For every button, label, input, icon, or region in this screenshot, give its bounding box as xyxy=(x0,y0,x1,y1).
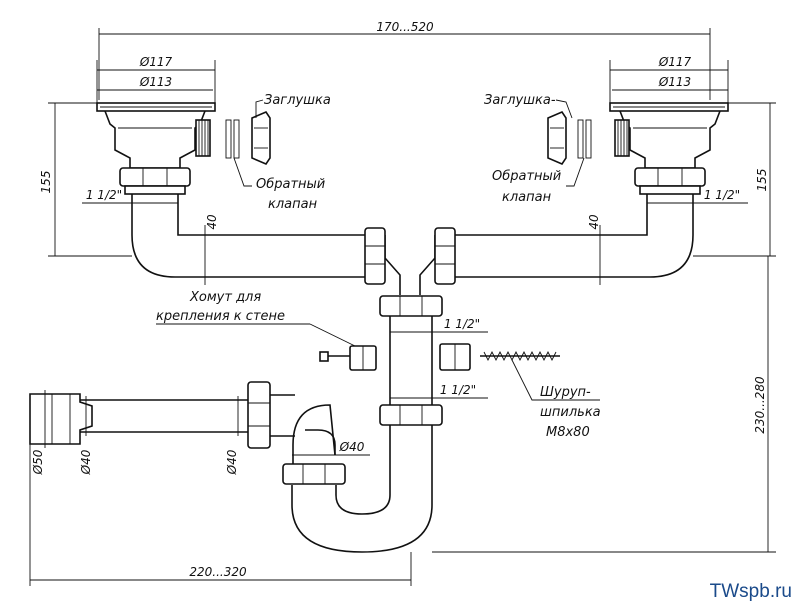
vertical-tailpiece xyxy=(379,295,443,426)
dim-40-right: 40 xyxy=(587,214,601,230)
label-valve-right-2: клапан xyxy=(502,190,552,205)
dim-d113-right: Ø113 xyxy=(658,75,691,89)
right-plug-and-valve xyxy=(547,111,592,165)
label-valve-left-2: клапан xyxy=(268,197,318,212)
label-valve-right-1: Обратный xyxy=(492,169,561,184)
dim-d117-right: Ø117 xyxy=(658,55,692,69)
dim-thread-center-mid: 1 1/2" xyxy=(440,383,476,397)
dim-h155-right: 155 xyxy=(755,169,769,192)
label-screw-3: М8х80 xyxy=(546,425,590,440)
dim-d117-left: Ø117 xyxy=(139,55,173,69)
wall-clamp xyxy=(319,343,471,371)
label-plug-left: Заглушка xyxy=(264,93,331,108)
overflow-crossbar-pipe xyxy=(131,194,694,295)
label-screw-2: шпилька xyxy=(540,405,601,420)
u-trap xyxy=(282,404,433,553)
dim-thread-left: 1 1/2" xyxy=(86,188,122,202)
label-valve-left-1: Обратный xyxy=(256,177,325,192)
dim-thread-right: 1 1/2" xyxy=(704,188,740,202)
dim-outlet-length: 220...320 xyxy=(189,565,247,579)
left-plug-and-valve xyxy=(225,111,271,165)
screw-stud xyxy=(480,350,560,362)
label-plug-right: Заглушка- xyxy=(484,93,556,108)
brand-watermark: TWspb.ru xyxy=(709,581,792,602)
dim-d40-outlet: Ø40 xyxy=(79,449,93,475)
dim-h155-left: 155 xyxy=(39,171,53,194)
dim-d40-siphon: Ø40 xyxy=(339,440,365,454)
dim-d50: Ø50 xyxy=(31,449,45,475)
dim-d113-left: Ø113 xyxy=(139,75,172,89)
dimensions: 170...520 Ø117 Ø113 Ø117 Ø113 155 155 1 … xyxy=(29,20,776,586)
left-strainer xyxy=(96,102,216,195)
dim-total-width: 170...520 xyxy=(376,20,434,34)
side-outlet xyxy=(29,381,295,449)
dim-thread-center-top: 1 1/2" xyxy=(444,317,480,331)
right-strainer xyxy=(609,102,729,195)
label-screw-1: Шуруп- xyxy=(540,385,591,400)
dim-40-left: 40 xyxy=(205,214,219,230)
label-clamp-1: Хомут для xyxy=(189,290,261,305)
label-clamp-2: крепления к стене xyxy=(156,309,285,324)
dim-d40-outlet2: Ø40 xyxy=(225,449,239,475)
dim-height-range: 230...280 xyxy=(753,376,767,434)
labels: Заглушка Обратный клапан Заглушка- Обрат… xyxy=(156,93,601,440)
